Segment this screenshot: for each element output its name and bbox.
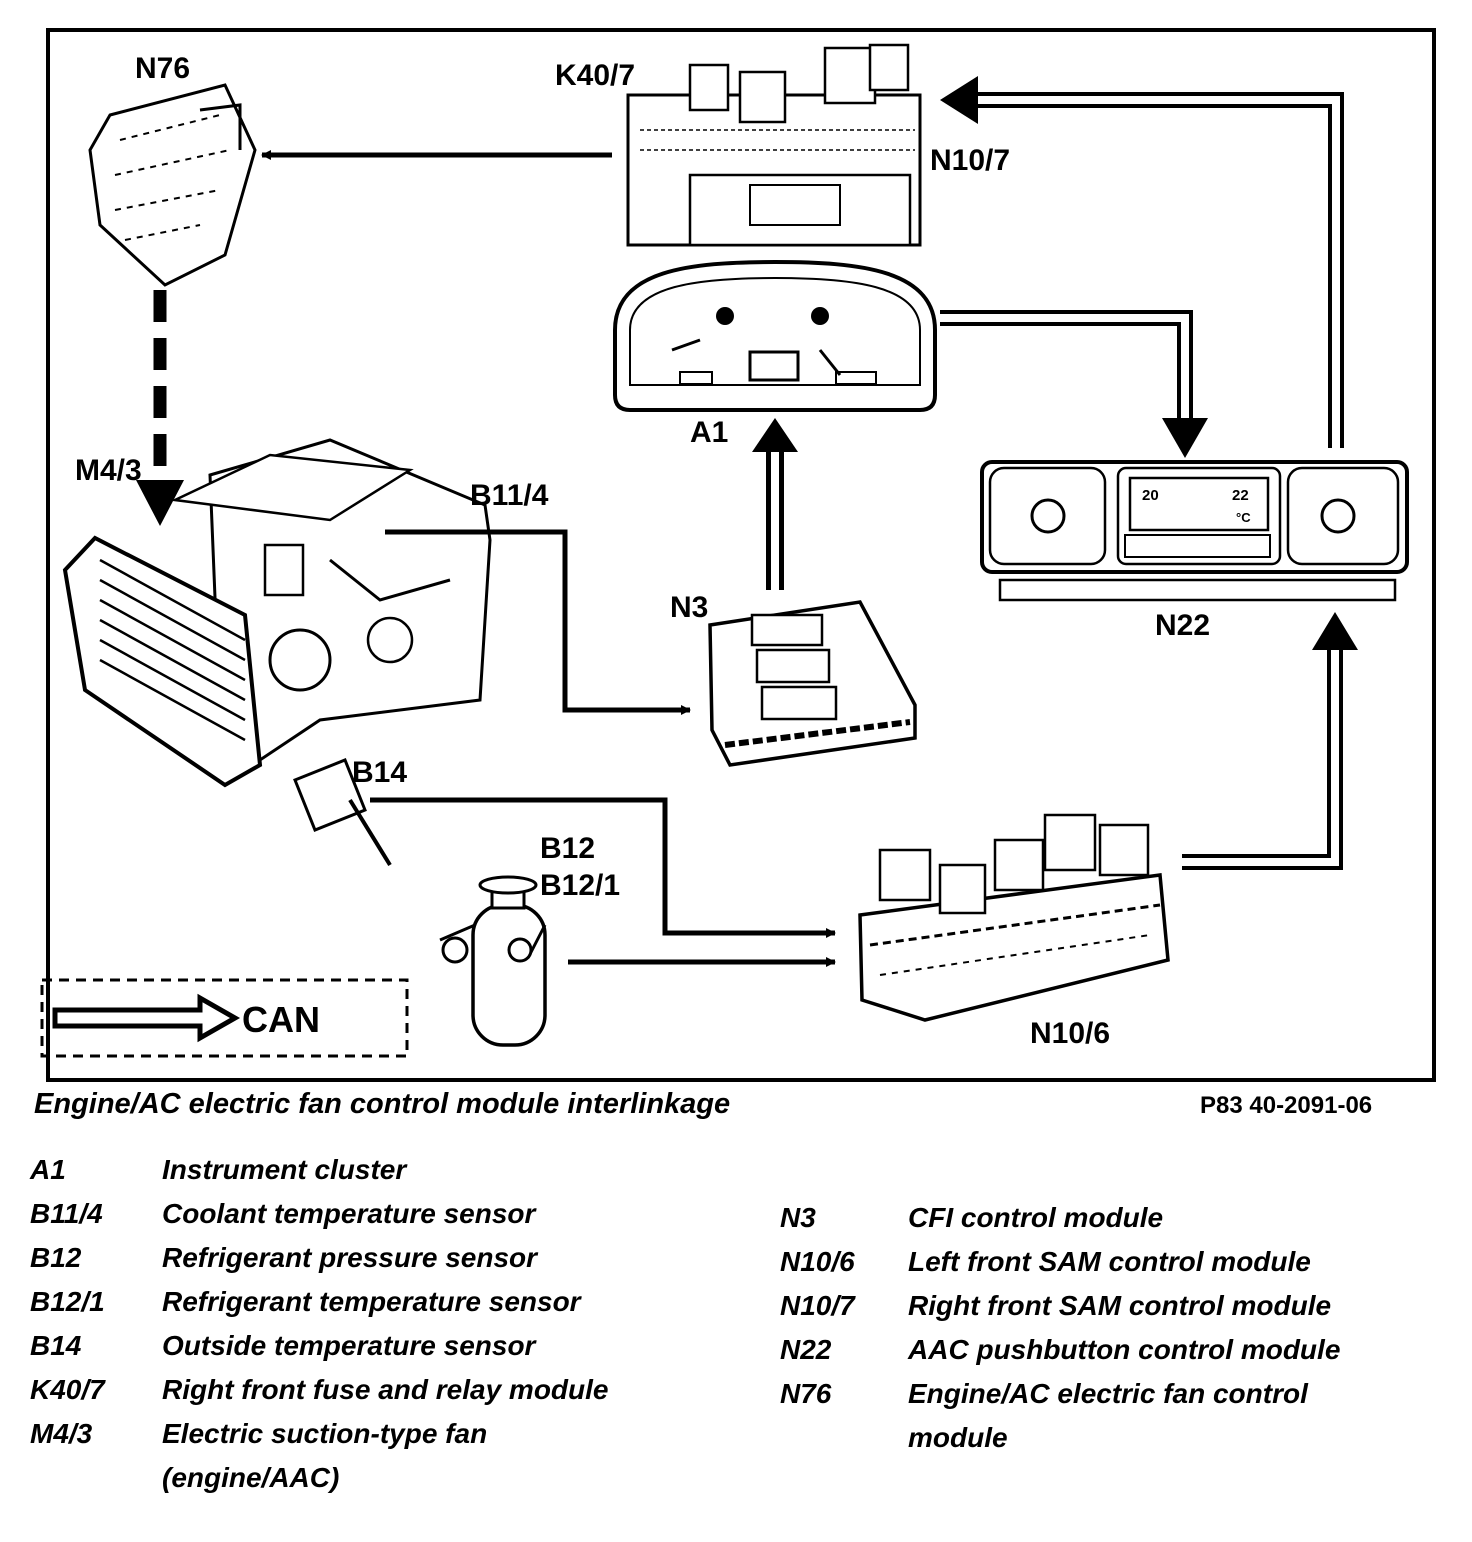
- legend-entry: K40/7 Right front fuse and relay module: [30, 1368, 722, 1412]
- legend-code: A1: [30, 1154, 66, 1185]
- link-b14-to-n106: [370, 797, 836, 938]
- legend-description: Right front SAM control module: [908, 1290, 1332, 1321]
- figure-id: P83 40-2091-06: [1200, 1092, 1373, 1119]
- can-legend-label: CAN: [242, 999, 320, 1040]
- can-arrow-head-n107: [940, 76, 978, 124]
- legend-description: Electric suction-type fan: [162, 1418, 488, 1449]
- legend-code: N3: [780, 1202, 816, 1233]
- legend-code: K40/7: [30, 1374, 105, 1405]
- legend-description: module: [908, 1422, 1008, 1453]
- legend-entry: A1 Instrument cluster: [30, 1148, 722, 1192]
- legend-entry: N76 Engine/AC electric fan control: [780, 1372, 1428, 1416]
- label-b14: B14: [352, 756, 407, 789]
- legend-entry: (engine/AAC): [30, 1456, 722, 1500]
- label-n76: N76: [135, 52, 190, 85]
- legend-description: Right front fuse and relay module: [162, 1374, 609, 1405]
- legend-code: N10/6: [780, 1246, 855, 1277]
- legend-description: AAC pushbutton control module: [908, 1334, 1341, 1365]
- legend-entry: N10/6 Left front SAM control module: [780, 1240, 1428, 1284]
- label-n10-6: N10/6: [1030, 1017, 1110, 1050]
- can-arrow-head-a1: [752, 418, 798, 452]
- b12-refrigerant-sensor: [439, 875, 547, 1047]
- n22-aac-pushbutton-module: [980, 460, 1409, 602]
- legend-code: N22: [780, 1334, 832, 1365]
- label-m4-3: M4/3: [75, 454, 142, 487]
- legend-code: [30, 1456, 162, 1500]
- legend-entry: M4/3 Electric suction-type fan: [30, 1412, 722, 1456]
- n22-left-temp: 20: [1142, 487, 1159, 504]
- legend-description: CFI control module: [908, 1202, 1164, 1233]
- label-n10-7: N10/7: [930, 144, 1010, 177]
- label-b12-1: B12/1: [540, 869, 620, 902]
- figure-caption: Engine/AC electric fan control module in…: [34, 1088, 731, 1120]
- legend-description: Coolant temperature sensor: [162, 1198, 536, 1229]
- label-b12: B12: [540, 832, 595, 865]
- can-legend-arrow: [52, 993, 241, 1043]
- can-arrow-head-n22-bottom: [1312, 612, 1358, 650]
- can-arrow-head-n22: [1162, 418, 1208, 458]
- legend-code: B12/1: [30, 1286, 105, 1317]
- n76-fan-control-module: [88, 83, 257, 287]
- legend-description: Refrigerant pressure sensor: [162, 1242, 538, 1273]
- legend-entry: N3 CFI control module: [780, 1196, 1428, 1240]
- legend-entry: B12 Refrigerant pressure sensor: [30, 1236, 722, 1280]
- n3-cfi-control-module: [708, 600, 917, 767]
- label-n22: N22: [1155, 609, 1210, 642]
- interlinkage-diagram: N76 K40/7 N10/7 A1: [40, 28, 1436, 1082]
- legend-description: Engine/AC electric fan control: [908, 1378, 1308, 1409]
- legend-entry: N10/7 Right front SAM control module: [780, 1284, 1428, 1328]
- can-link-n22-to-n107: [975, 92, 1344, 448]
- can-link-n106-to-n22: [1182, 650, 1343, 870]
- legend-code: B12: [30, 1242, 82, 1273]
- n10-6-left-front-sam: [858, 813, 1170, 1022]
- can-link-a1-to-n22: [940, 310, 1193, 420]
- n22-unit: °C: [1236, 510, 1251, 525]
- legend-code: N76: [780, 1378, 832, 1409]
- legend-code: B14: [30, 1330, 82, 1361]
- label-n3: N3: [670, 591, 708, 624]
- a1-instrument-cluster: [613, 259, 937, 412]
- arrow-head-m43: [136, 480, 184, 526]
- n22-right-temp: 22: [1232, 487, 1249, 504]
- legend-entry: N22 AAC pushbutton control module: [780, 1328, 1428, 1372]
- b14-outside-temp-sensor: [293, 758, 392, 867]
- label-b11-4: B11/4: [470, 479, 549, 512]
- legend-description: Left front SAM control module: [908, 1246, 1311, 1277]
- legend-entry: B14 Outside temperature sensor: [30, 1324, 722, 1368]
- diagram-frame: [46, 28, 1436, 1082]
- legend-entry: B12/1 Refrigerant temperature sensor: [30, 1280, 722, 1324]
- legend-code: [780, 1416, 908, 1460]
- label-k40-7: K40/7: [555, 59, 635, 92]
- legend-code: N10/7: [780, 1290, 855, 1321]
- k40-7-relay-module: [626, 43, 922, 247]
- legend-description: Refrigerant temperature sensor: [162, 1286, 581, 1317]
- legend-description: Outside temperature sensor: [162, 1330, 536, 1361]
- legend-description: Instrument cluster: [162, 1154, 407, 1185]
- legend-entry: module: [780, 1416, 1428, 1460]
- m4-3-engine-fan: [62, 438, 492, 788]
- label-a1: A1: [690, 416, 728, 449]
- legend-entry: B11/4 Coolant temperature sensor: [30, 1192, 722, 1236]
- legend-description: (engine/AAC): [162, 1462, 340, 1493]
- link-b114-to-n3: [385, 529, 691, 715]
- legend-code: B11/4: [30, 1198, 103, 1229]
- legend-code: M4/3: [30, 1418, 93, 1449]
